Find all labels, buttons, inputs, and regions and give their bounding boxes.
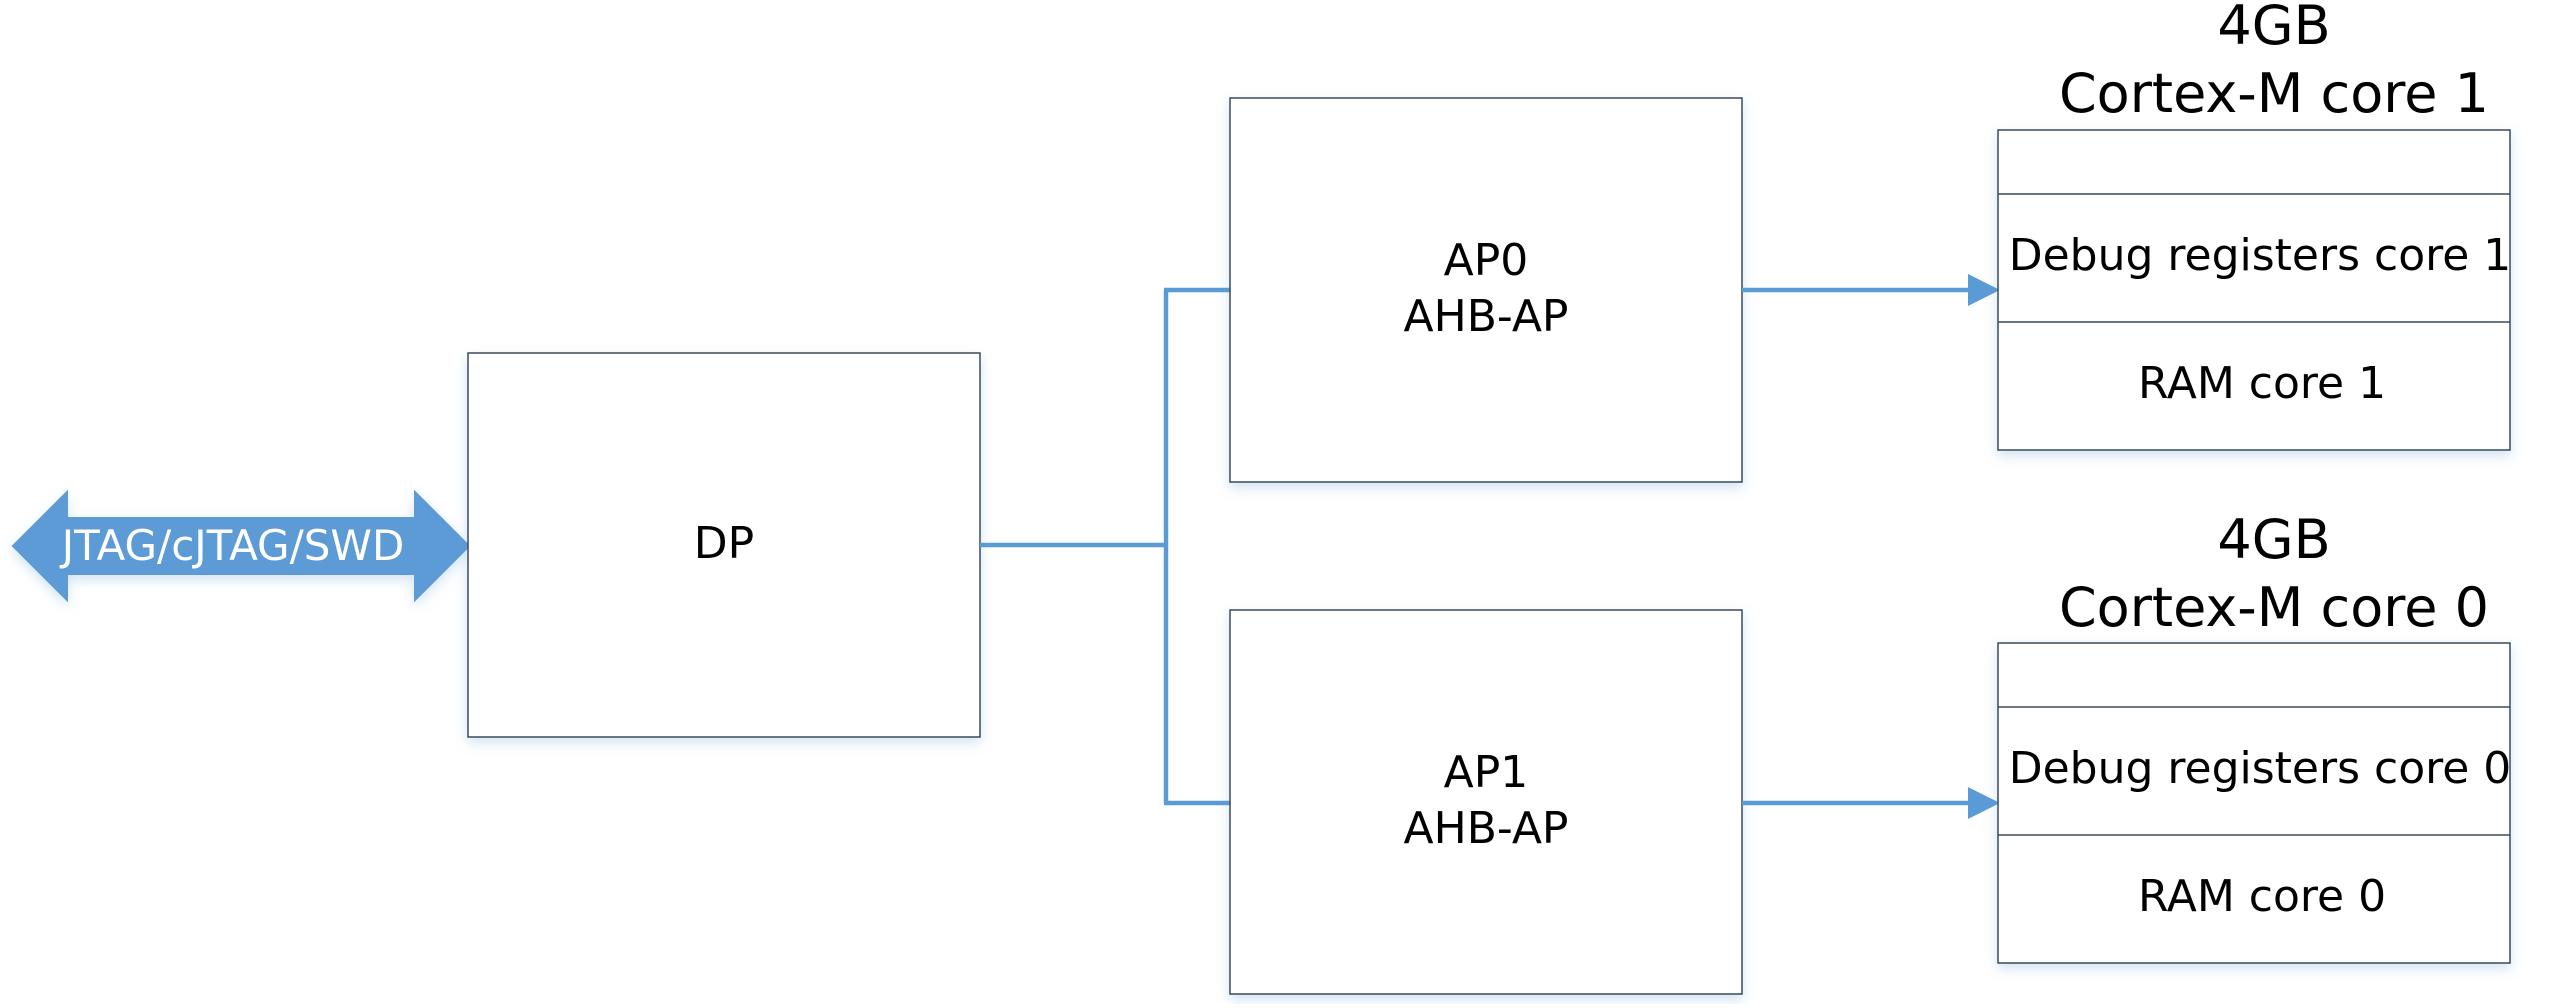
ap0-arrow-head bbox=[1968, 274, 2000, 306]
ap1-label-line2: AHB-AP bbox=[1404, 803, 1569, 854]
dp-label: DP bbox=[694, 518, 754, 569]
dp-ap-connector bbox=[980, 287, 1230, 806]
ap0-block: AP0 AHB-AP bbox=[1229, 97, 1743, 483]
interface-label: JTAG/cJTAG/SWD bbox=[59, 521, 405, 570]
ap1-box bbox=[1229, 609, 1743, 995]
memory-map-core0: 4GB Cortex-M core 0 Debug registers core… bbox=[1997, 508, 2512, 964]
core1-debug-registers-label: Debug registers core 1 bbox=[2009, 230, 2512, 281]
ap1-to-core0-arrow bbox=[1742, 787, 2000, 819]
ap1-block: AP1 AHB-AP bbox=[1229, 609, 1743, 995]
ap0-to-core1-arrow bbox=[1742, 274, 2000, 306]
core0-title: Cortex-M core 0 bbox=[2059, 576, 2489, 639]
ap0-label-line2: AHB-AP bbox=[1404, 291, 1569, 342]
core0-debug-registers-label: Debug registers core 0 bbox=[2009, 743, 2512, 794]
dp-box bbox=[467, 352, 981, 738]
ap1-label-line1: AP1 bbox=[1444, 747, 1529, 798]
ap0-label-line1: AP0 bbox=[1444, 235, 1529, 286]
core0-memory-box bbox=[1997, 642, 2511, 964]
core1-ram-label: RAM core 1 bbox=[2138, 358, 2386, 409]
dp-block: DP bbox=[467, 352, 981, 738]
ap1-arrow-head bbox=[1968, 787, 2000, 819]
core0-ram-label: RAM core 0 bbox=[2138, 871, 2386, 922]
memory-map-core1: 4GB Cortex-M core 1 Debug registers core… bbox=[1997, 0, 2512, 451]
core1-memory-box bbox=[1997, 129, 2511, 451]
core0-size-label: 4GB bbox=[2217, 508, 2330, 571]
ap0-box bbox=[1229, 97, 1743, 483]
interface-arrow: JTAG/cJTAG/SWD bbox=[11, 489, 471, 603]
core1-size-label: 4GB bbox=[2217, 0, 2330, 57]
core1-title: Cortex-M core 1 bbox=[2059, 62, 2489, 125]
